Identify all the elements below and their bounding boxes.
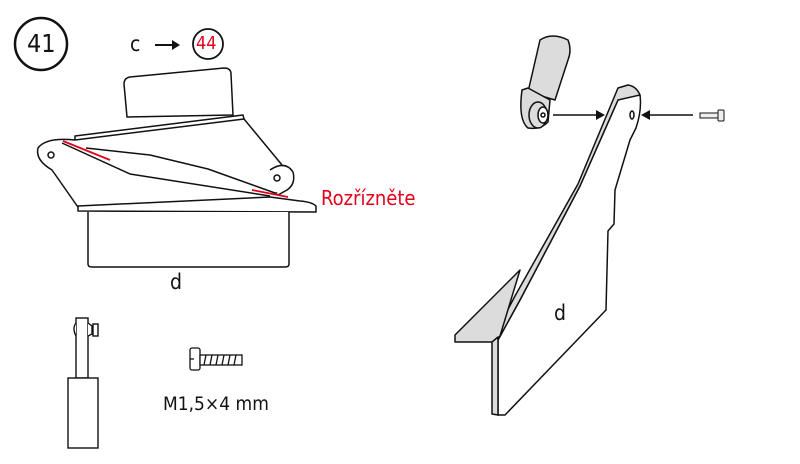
roller-part bbox=[67, 317, 99, 449]
cut-mark bbox=[251, 189, 289, 198]
cut-mark bbox=[62, 140, 111, 161]
screw-spec: M1,5×4 mm bbox=[163, 393, 269, 415]
part-reference: c bbox=[130, 32, 141, 56]
left-part-label: d bbox=[170, 270, 182, 294]
arrow-icon bbox=[596, 110, 605, 120]
cut-instruction: Rozřízněte bbox=[321, 186, 416, 210]
target-step-circle bbox=[192, 28, 224, 60]
target-step-number: 44 bbox=[196, 33, 217, 54]
arrow-icon bbox=[641, 110, 650, 120]
left-assembly-view bbox=[36, 67, 317, 268]
screw-icon bbox=[189, 347, 243, 371]
step-number: 41 bbox=[27, 29, 56, 58]
step-number-circle bbox=[13, 16, 69, 72]
right-part-label: d bbox=[554, 301, 566, 325]
screw-icon bbox=[699, 109, 725, 122]
right-assembly-view bbox=[454, 35, 642, 416]
